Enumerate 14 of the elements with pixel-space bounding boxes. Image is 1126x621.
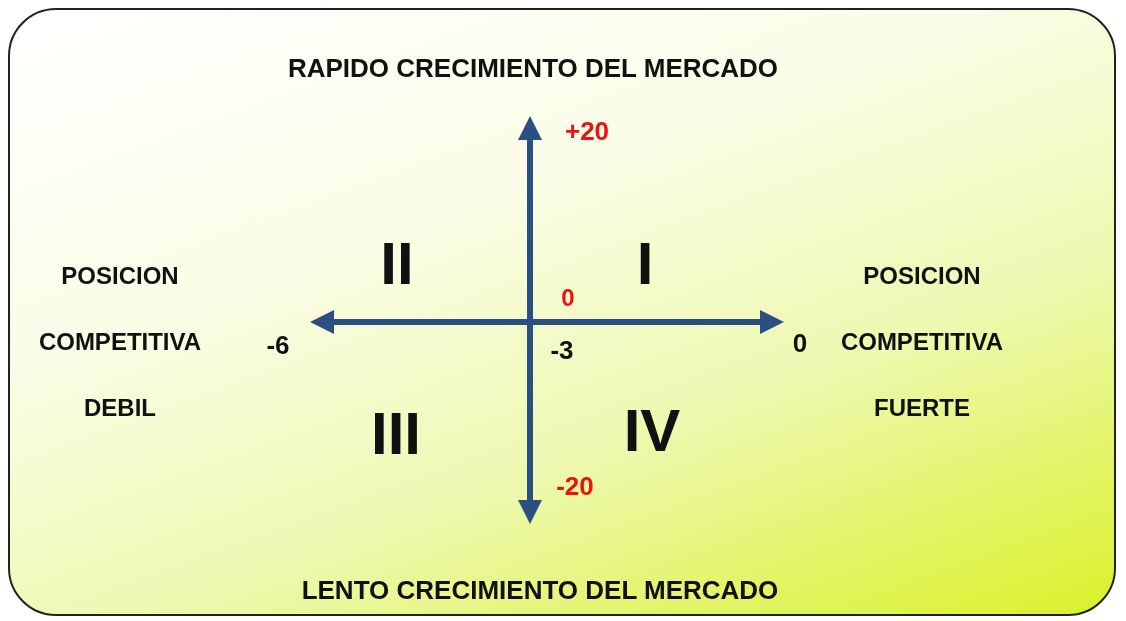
axis-label: POSICION COMPETITIVA DEBIL [37, 261, 203, 423]
axis-value: -6 [266, 329, 290, 361]
heading-text: RAPIDO CRECIMIENTO DEL MERCADO [287, 52, 779, 84]
quadrant-numeral: IV [623, 395, 681, 465]
axis-value: -3 [550, 334, 574, 366]
axis-value: -20 [556, 470, 594, 502]
heading-text: LENTO CRECIMIENTO DEL MERCADO [301, 574, 779, 606]
quadrant-numeral: III [371, 398, 421, 468]
axis-label: POSICION COMPETITIVA FUERTE [839, 261, 1005, 423]
axis-value: +20 [564, 115, 610, 147]
axis-value: 0 [792, 327, 808, 359]
quadrant-numeral: II [380, 228, 414, 298]
axis-value: 0 [561, 284, 575, 312]
quadrant-numeral: I [636, 228, 654, 298]
